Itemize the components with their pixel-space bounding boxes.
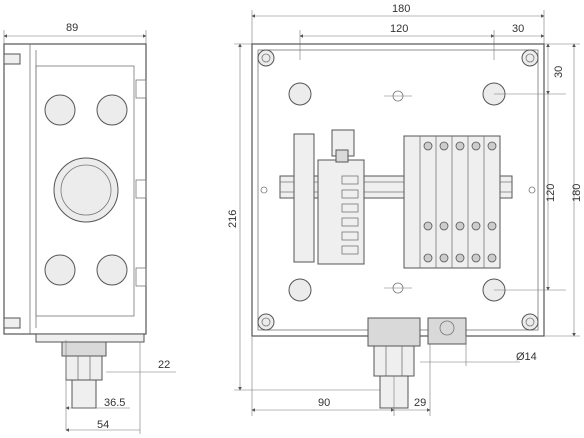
dim-gland-36-5: 36.5 [104,397,125,409]
knockout-top-left [44,94,76,126]
dim-height-right-outer: 180 [571,184,583,202]
corner-screws [257,49,539,331]
cable-glands-front [367,317,467,409]
knockout-bottom-left [44,254,76,286]
knockout-center-large [53,157,119,223]
knockout-top-right [96,94,128,126]
dim-height-right-inner: 120 [545,184,557,202]
dim-bottom-90: 90 [318,397,330,409]
dim-height-left: 216 [227,210,239,228]
terminal-block-right [403,135,501,269]
dim-gland-22: 22 [158,359,170,371]
dim-diameter: Ø14 [516,351,537,363]
terminal-block-left [293,129,365,265]
dim-top-offset: 30 [553,66,565,78]
dim-gland-54: 54 [97,419,109,431]
cable-gland-side [61,341,107,409]
dim-bottom-29: 29 [414,397,426,409]
dim-side-width: 89 [66,22,78,34]
dim-right-offset: 30 [512,23,524,35]
mount-hole-bl [288,278,312,302]
knockout-bottom-right [96,254,128,286]
side-view: 89 22 36.5 [3,22,176,434]
front-view: 180 120 30 216 [227,3,583,416]
mount-hole-tl [288,82,312,106]
dim-inner-width: 120 [390,23,408,35]
dim-front-width: 180 [392,3,410,15]
